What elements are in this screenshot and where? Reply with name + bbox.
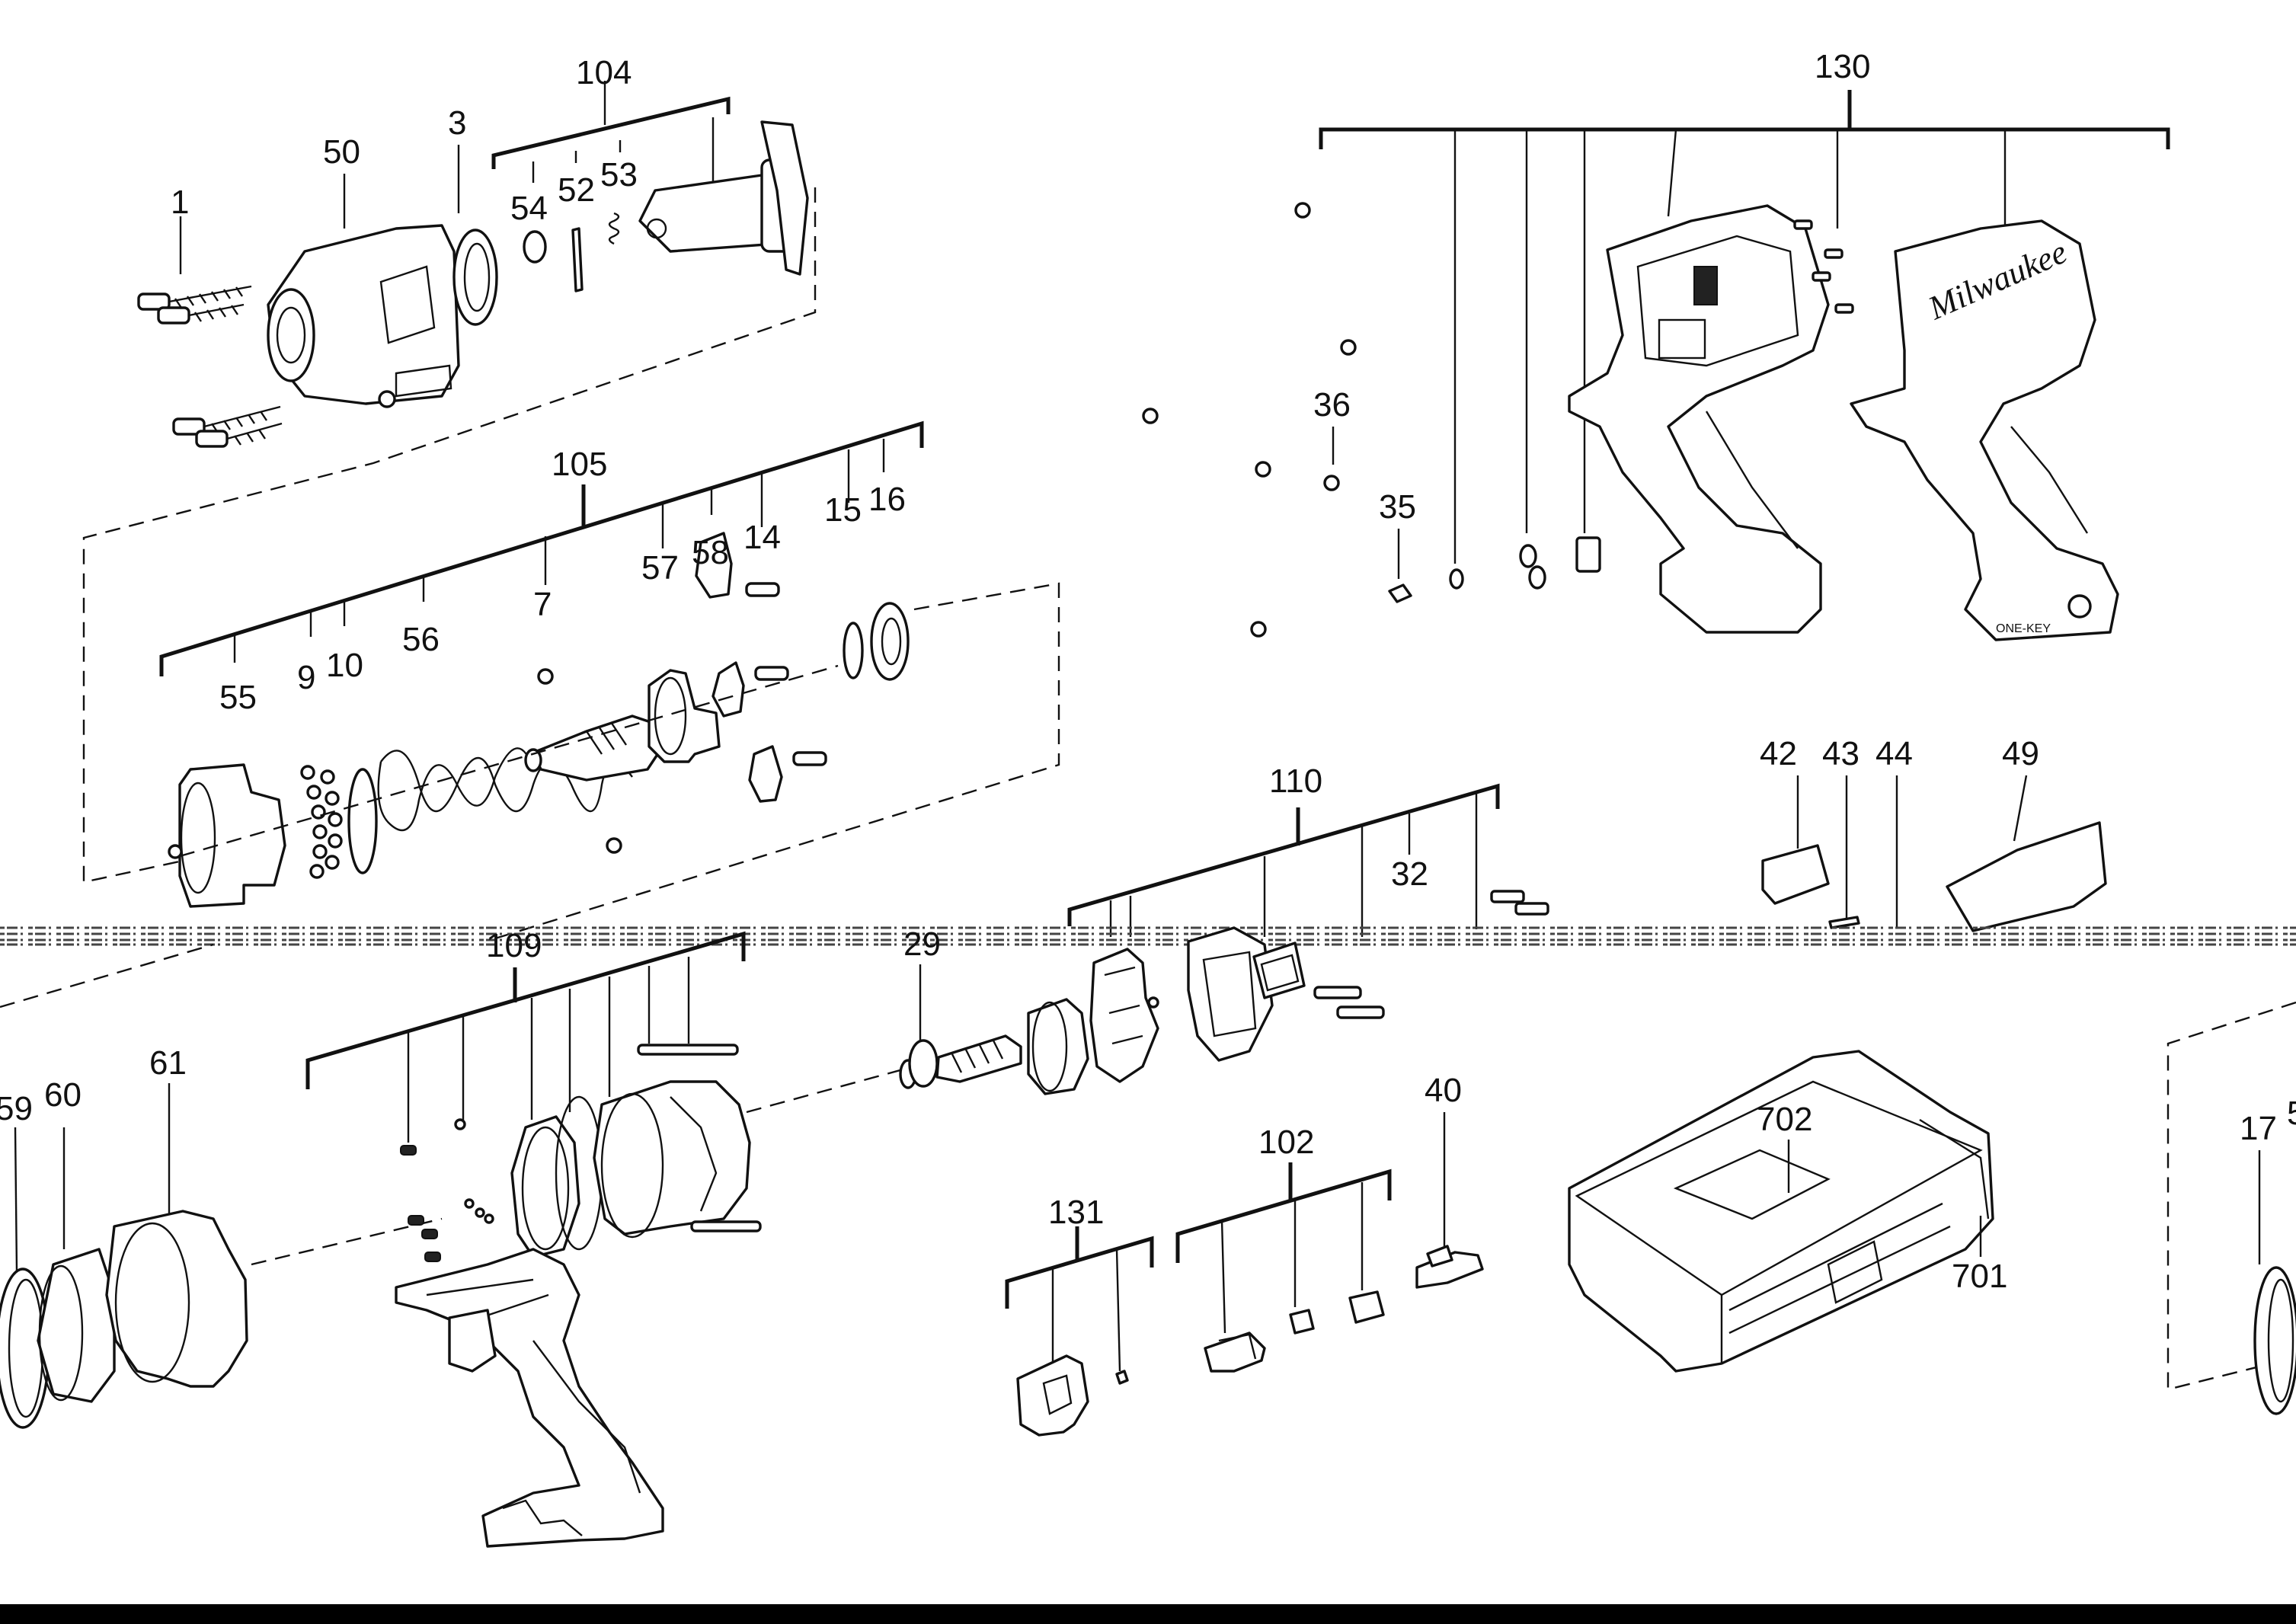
screws-part-1 — [137, 216, 283, 448]
callout-109: 109 — [486, 927, 542, 964]
callout-29: 29 — [903, 925, 941, 963]
rotor-part-29 — [899, 926, 1385, 1095]
callout-110: 110 — [1269, 762, 1322, 800]
callout-1: 1 — [171, 184, 189, 221]
label-parts — [1761, 775, 2107, 932]
callout-32: 32 — [1391, 855, 1428, 893]
callout-59: 59 — [0, 1090, 33, 1127]
callout-61: 61 — [149, 1044, 187, 1082]
callout-53: 53 — [600, 156, 638, 193]
callout-54: 54 — [510, 190, 548, 227]
washer-part-3 — [452, 145, 498, 326]
assembly-102 — [1175, 1162, 1392, 1373]
assembly-131 — [1005, 1226, 1154, 1437]
bottom-black-bar — [0, 1604, 2296, 1624]
screw-part-35 — [1388, 529, 1412, 603]
switch-part-40 — [1415, 1112, 1484, 1289]
callout-702: 702 — [1757, 1101, 1812, 1138]
callout-131: 131 — [1048, 1194, 1104, 1231]
motor-housing-part-61 — [105, 1083, 443, 1388]
housing-assembly-130: Milwaukee ONE-KEY — [1319, 90, 2170, 641]
callout-labels: 1 50 3 104 54 52 53 130 36 35 105 7 57 5… — [0, 48, 2296, 1295]
callout-15: 15 — [824, 491, 862, 529]
callout-14: 14 — [743, 519, 781, 556]
callout-56: 56 — [402, 621, 440, 658]
battery-mark: ONE-KEY — [1996, 622, 2051, 635]
callout-102: 102 — [1258, 1124, 1314, 1161]
callout-49: 49 — [2002, 735, 2039, 772]
callout-42: 42 — [1760, 735, 1797, 772]
anvil-assembly-104 — [491, 81, 809, 293]
callout-43: 43 — [1822, 735, 1860, 772]
callout-104: 104 — [576, 54, 632, 91]
callout-701: 701 — [1952, 1258, 2007, 1295]
callout-36: 36 — [1313, 386, 1351, 424]
callout-35: 35 — [1379, 488, 1416, 526]
callout-55: 55 — [219, 679, 257, 716]
mechanism-assembly-105 — [159, 420, 924, 908]
callout-3: 3 — [448, 104, 466, 142]
ring-part-17 — [2253, 1150, 2296, 1415]
callout-16: 16 — [868, 481, 906, 518]
callout-105: 105 — [552, 446, 607, 483]
callout-44: 44 — [1875, 735, 1913, 772]
screws-part-36 — [1142, 202, 1357, 638]
scan-artifact-band — [0, 926, 2296, 946]
callout-9: 9 — [297, 659, 315, 696]
callout-17: 17 — [2240, 1110, 2277, 1147]
callout-58: 58 — [692, 534, 729, 571]
ring-part-59 — [0, 1127, 50, 1429]
callout-130: 130 — [1815, 48, 1870, 85]
assembly-110 — [1067, 783, 1549, 937]
callout-5: 5 — [2287, 1095, 2296, 1132]
callout-50: 50 — [323, 133, 360, 171]
callout-52: 52 — [558, 171, 595, 209]
gear-case-part-50 — [267, 174, 460, 408]
electronics-assembly-109 — [305, 931, 915, 1548]
callout-40: 40 — [1425, 1072, 1462, 1109]
ring-gear-part-60 — [37, 1127, 116, 1403]
callout-60: 60 — [44, 1076, 82, 1114]
carry-case-701 — [1568, 1050, 1994, 1373]
callout-7: 7 — [533, 586, 552, 623]
callout-57: 57 — [641, 549, 679, 587]
callout-10: 10 — [326, 647, 363, 684]
